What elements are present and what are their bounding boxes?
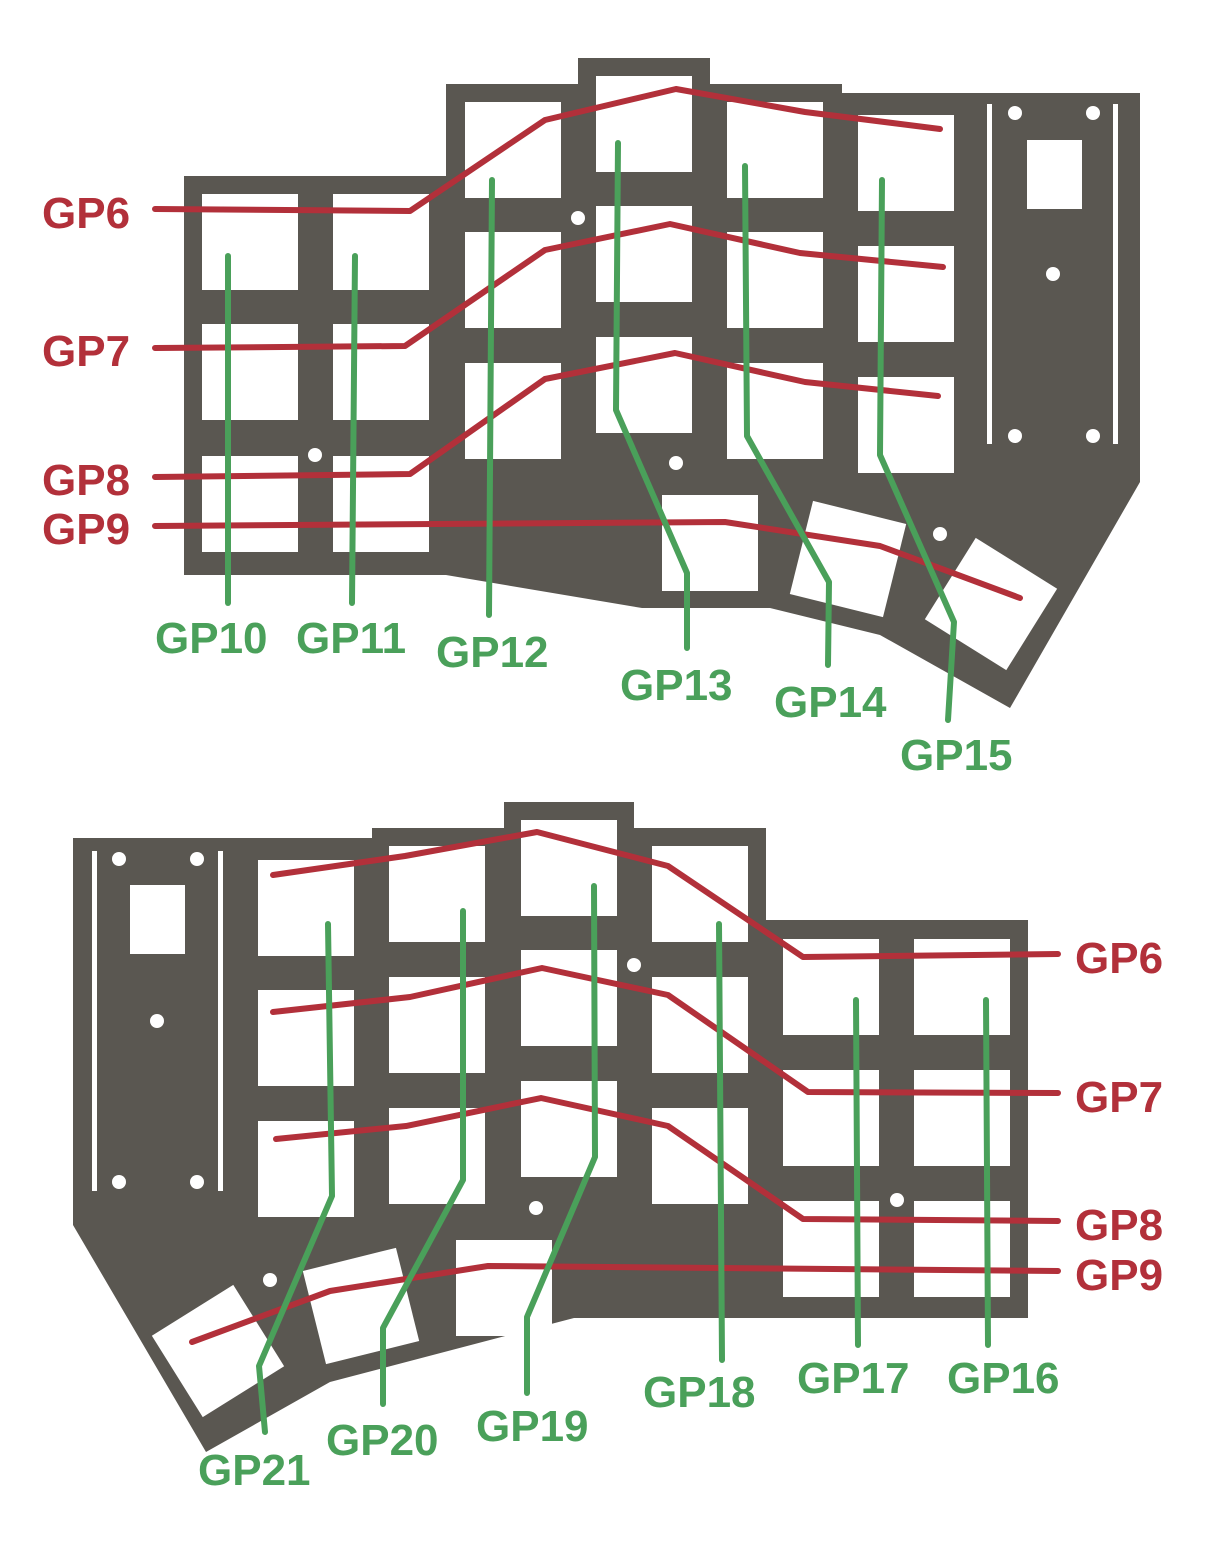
controller-slot (1113, 104, 1118, 444)
row-wire-gp8 (273, 1095, 1061, 1224)
right-col-label-gp21: GP21 (198, 1446, 311, 1495)
key-cutout (914, 1070, 1010, 1166)
key-cutout (465, 102, 561, 198)
key-cutout (389, 846, 485, 942)
mount-hole (263, 1273, 277, 1287)
row-wire-gp7 (152, 221, 946, 351)
mount-hole (890, 1193, 904, 1207)
left-col-label-gp15: GP15 (900, 731, 1013, 780)
right-col-label-gp20: GP20 (326, 1416, 439, 1465)
right-row-label-gp9: GP9 (1075, 1251, 1164, 1300)
mount-hole (112, 852, 126, 866)
left-row-label-gp7: GP7 (42, 327, 131, 376)
right-row-label-gp6: GP6 (1075, 934, 1164, 983)
right-col-label-gp16: GP16 (947, 1354, 1060, 1403)
col-wire-gp20 (380, 908, 466, 1407)
mount-hole (112, 1175, 126, 1189)
key-cutout (465, 232, 561, 328)
key-cutout (202, 456, 298, 552)
mount-hole (669, 456, 683, 470)
controller-cutout (130, 885, 185, 954)
mount-hole (190, 1175, 204, 1189)
right-col-label-gp17: GP17 (797, 1354, 910, 1403)
mount-hole (1086, 429, 1100, 443)
key-cutout (789, 500, 907, 618)
controller-slot (987, 104, 992, 444)
col-wire-gp11 (349, 253, 358, 606)
key-cutout (521, 820, 617, 916)
right-row-label-gp8: GP8 (1075, 1201, 1164, 1250)
col-wire-gp14 (742, 163, 832, 668)
col-wire-gp17 (853, 997, 861, 1348)
key-cutout (652, 977, 748, 1073)
col-wire-gp13 (613, 140, 690, 651)
controller-slot (92, 851, 97, 1191)
right-col-label-gp18: GP18 (643, 1368, 756, 1417)
left-row-label-gp8: GP8 (42, 456, 131, 505)
key-cutout (521, 1081, 617, 1177)
key-cutout (727, 363, 823, 459)
key-cutout (652, 1108, 748, 1204)
key-cutout (662, 495, 758, 591)
row-wire-gp6 (152, 86, 943, 214)
mount-hole (1086, 106, 1100, 120)
right-half-plate (73, 802, 1028, 1452)
left-col-label-gp13: GP13 (620, 661, 733, 710)
col-wire-gp18 (716, 921, 725, 1363)
mount-hole (627, 958, 641, 972)
mount-hole (1008, 106, 1022, 120)
left-column-wires (225, 140, 957, 723)
mount-hole (308, 448, 322, 462)
row-wire-gp8 (152, 350, 941, 480)
key-cutout (302, 1247, 420, 1365)
mount-hole (1008, 429, 1022, 443)
col-wire-gp19 (524, 883, 598, 1396)
mount-hole (1046, 267, 1060, 281)
key-cutout (924, 537, 1058, 671)
col-wire-gp12 (486, 177, 495, 618)
mount-hole (933, 527, 947, 541)
mount-hole (190, 852, 204, 866)
col-wire-gp21 (256, 921, 335, 1435)
col-wire-gp15 (877, 177, 957, 723)
row-wire-gp6 (270, 829, 1061, 960)
key-cutout (727, 102, 823, 198)
key-cutout (521, 950, 617, 1046)
mount-hole (529, 1201, 543, 1215)
row-wire-gp7 (270, 965, 1061, 1096)
key-cutout (456, 1240, 552, 1336)
key-cutout (596, 206, 692, 302)
key-cutout (652, 846, 748, 942)
controller-cutout (1027, 140, 1082, 209)
left-half-plate (184, 58, 1140, 708)
right-column-wires (256, 883, 991, 1435)
left-row-label-gp9: GP9 (42, 505, 131, 554)
mount-hole (571, 211, 585, 225)
mount-hole (150, 1014, 164, 1028)
key-cutout (914, 1201, 1010, 1297)
left-col-label-gp11: GP11 (296, 614, 407, 663)
left-col-label-gp12: GP12 (436, 628, 549, 677)
left-col-label-gp14: GP14 (774, 678, 887, 727)
right-row-label-gp7: GP7 (1075, 1073, 1164, 1122)
key-cutout (202, 324, 298, 420)
right-row-wires (189, 829, 1061, 1345)
controller-slot (218, 851, 223, 1191)
right-col-label-gp19: GP19 (476, 1402, 589, 1451)
col-wire-gp16 (983, 997, 991, 1348)
left-row-label-gp6: GP6 (42, 189, 131, 238)
left-col-label-gp10: GP10 (155, 614, 268, 663)
left-key-cutouts (202, 76, 1118, 671)
